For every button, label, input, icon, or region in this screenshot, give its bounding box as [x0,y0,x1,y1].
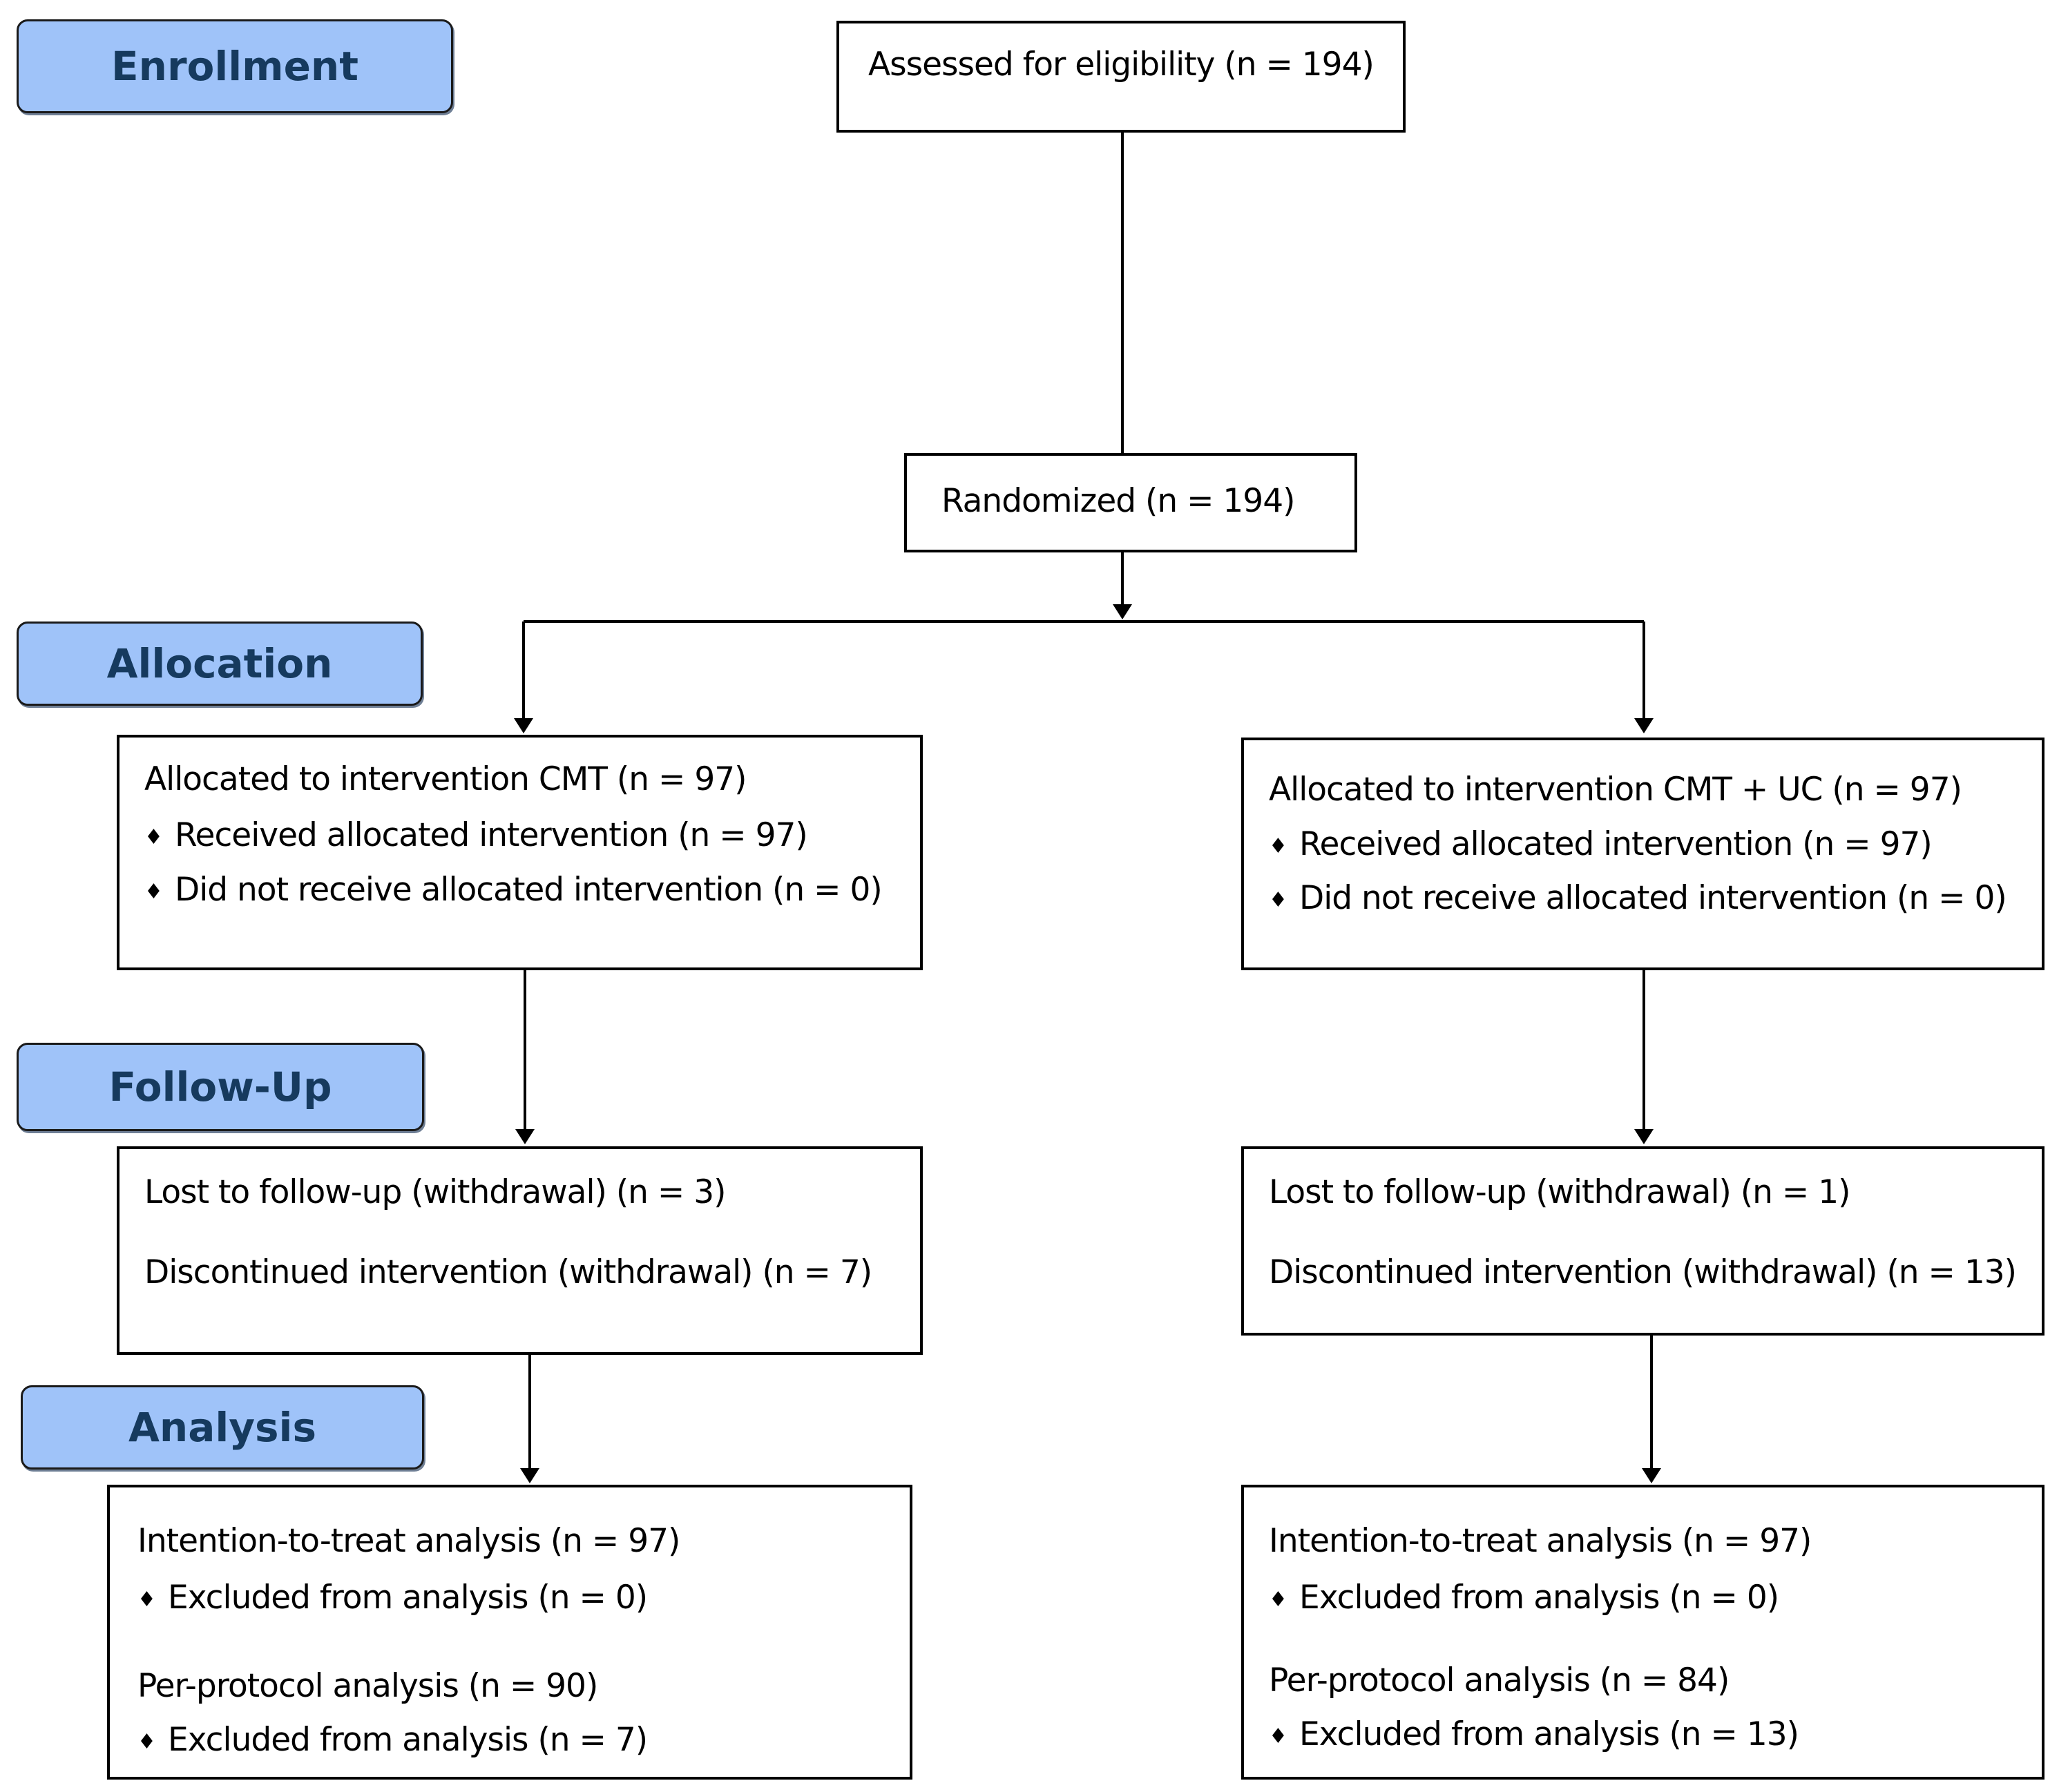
left-not-received-item: ♦ Did not receive allocated intervention … [144,871,883,909]
left-itt-text: Intention-to-treat analysis (n = 97) [137,1522,680,1560]
bullet-icon: ♦ [1269,834,1287,858]
bullet-icon: ♦ [144,825,163,849]
right-lost-text: Lost to follow-up (withdrawal) (n = 1) [1269,1173,1850,1211]
left-pp-text: Per-protocol analysis (n = 90) [137,1667,598,1705]
right-analysis-box: Intention-to-treat analysis (n = 97) ♦ Ex… [1241,1485,2044,1780]
right-itt-excluded-text: Excluded from analysis (n = 0) [1299,1579,1779,1617]
arrowhead-left-allocation [514,718,533,733]
left-allocation-box: Allocated to intervention CMT (n = 97) ♦… [117,735,923,970]
arrowhead-randomized [1113,604,1132,619]
randomized-text: Randomized (n = 194) [941,482,1295,520]
arrowhead-right-analysis [1642,1468,1661,1483]
right-received-item: ♦ Received allocated intervention (n = 97… [1269,825,1933,863]
right-itt-excluded-item: ♦ Excluded from analysis (n = 0) [1269,1581,1779,1614]
arrowhead-left-followup [515,1129,535,1144]
left-allocation-title: Allocated to intervention CMT (n = 97) [144,760,747,798]
left-pp-excluded-text: Excluded from analysis (n = 7) [168,1721,648,1759]
left-analysis-box: Intention-to-treat analysis (n = 97) ♦ Ex… [107,1485,912,1780]
bullet-icon: ♦ [137,1729,156,1754]
right-not-received-text: Did not receive allocated intervention (… [1299,879,2007,917]
right-pp-excluded-item: ♦ Excluded from analysis (n = 13) [1269,1718,1799,1751]
left-itt-excluded-item: ♦ Excluded from analysis (n = 0) [137,1579,648,1617]
bullet-icon: ♦ [144,879,163,904]
stage-label-allocation: Allocation [17,622,423,706]
right-itt-text: Intention-to-treat analysis (n = 97) [1269,1522,1812,1560]
assessed-box: Assessed for eligibility (n = 194) [836,21,1406,133]
bullet-icon: ♦ [1269,1724,1287,1748]
left-discontinued-text: Discontinued intervention (withdrawal) (… [144,1253,872,1291]
bullet-icon: ♦ [1269,1587,1287,1612]
arrowhead-right-allocation [1634,718,1654,733]
right-allocation-title: Allocated to intervention CMT + UC (n = … [1269,771,1962,809]
stage-label-enrollment: Enrollment [17,19,453,113]
right-pp-excluded-text: Excluded from analysis (n = 13) [1299,1715,1799,1753]
bullet-icon: ♦ [1269,887,1287,912]
left-lost-text: Lost to follow-up (withdrawal) (n = 3) [144,1173,726,1211]
right-discontinued-text: Discontinued intervention (withdrawal) (… [1269,1253,2017,1291]
right-not-received-item: ♦ Did not receive allocated intervention … [1269,882,2007,914]
left-pp-excluded-item: ♦ Excluded from analysis (n = 7) [137,1721,648,1759]
right-pp-text: Per-protocol analysis (n = 84) [1269,1661,1730,1699]
stage-label-analysis: Analysis [21,1385,424,1470]
assessed-text: Assessed for eligibility (n = 194) [868,46,1375,84]
right-allocation-box: Allocated to intervention CMT + UC (n = … [1241,738,2044,970]
randomized-box: Randomized (n = 194) [904,453,1357,552]
left-received-item: ♦ Received allocated intervention (n = 97… [144,816,808,854]
left-itt-excluded-text: Excluded from analysis (n = 0) [168,1579,648,1617]
left-followup-box: Lost to follow-up (withdrawal) (n = 3) D… [117,1146,923,1355]
right-followup-box: Lost to follow-up (withdrawal) (n = 1) D… [1241,1146,2044,1336]
right-received-text: Received allocated intervention (n = 97) [1299,825,1933,863]
bullet-icon: ♦ [137,1587,156,1612]
arrowhead-right-followup [1634,1129,1654,1144]
left-received-text: Received allocated intervention (n = 97) [175,816,808,854]
stage-label-follow-up: Follow-Up [17,1043,424,1131]
left-not-received-text: Did not receive allocated intervention (… [175,871,883,909]
arrowhead-left-analysis [520,1468,539,1483]
